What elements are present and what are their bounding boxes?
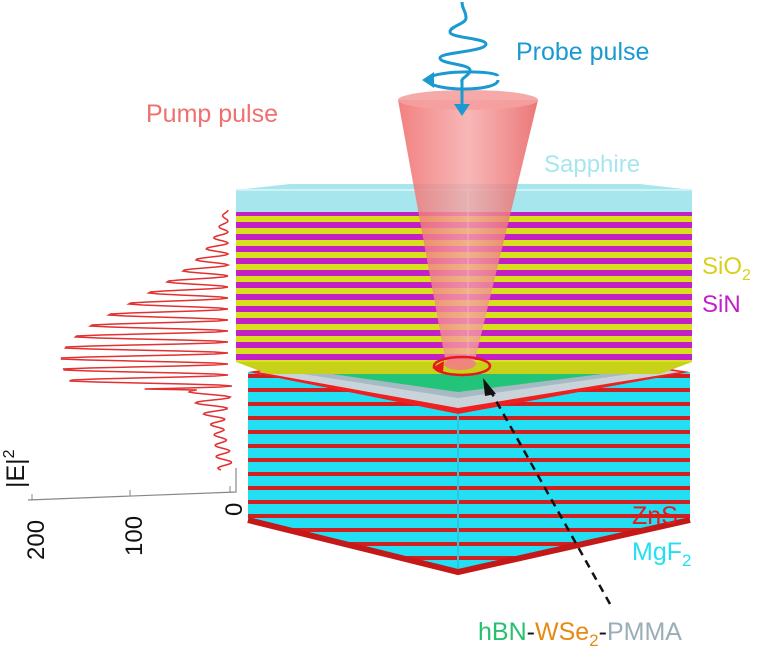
pump-pulse-label: Pump pulse <box>146 100 278 128</box>
probe-pulse-label: Probe pulse <box>516 38 649 66</box>
sin-label: SiN <box>702 291 741 318</box>
mgf2-label: MgF2 <box>632 538 691 570</box>
field-axis-line <box>27 468 237 501</box>
axis-tick-100: 100 <box>121 516 148 556</box>
sapphire-label: Sapphire <box>544 151 640 178</box>
pump-beam <box>398 90 538 370</box>
axis-tick-0: 0 <box>221 503 248 516</box>
axis-tick-200: 200 <box>23 520 50 560</box>
zns-label: ZnS <box>632 502 678 530</box>
probe-pulse-icon <box>422 1 500 116</box>
field-profile <box>27 209 237 501</box>
focus-polarization-icon <box>432 355 492 377</box>
field-intensity-trace <box>60 209 233 471</box>
sample-pointer <box>483 378 612 605</box>
sample-stack-label: hBN-WSe2-PMMA <box>478 618 682 650</box>
field-axis-title: |E|2 <box>1 449 30 488</box>
sio2-label: SiO2 <box>702 253 751 284</box>
